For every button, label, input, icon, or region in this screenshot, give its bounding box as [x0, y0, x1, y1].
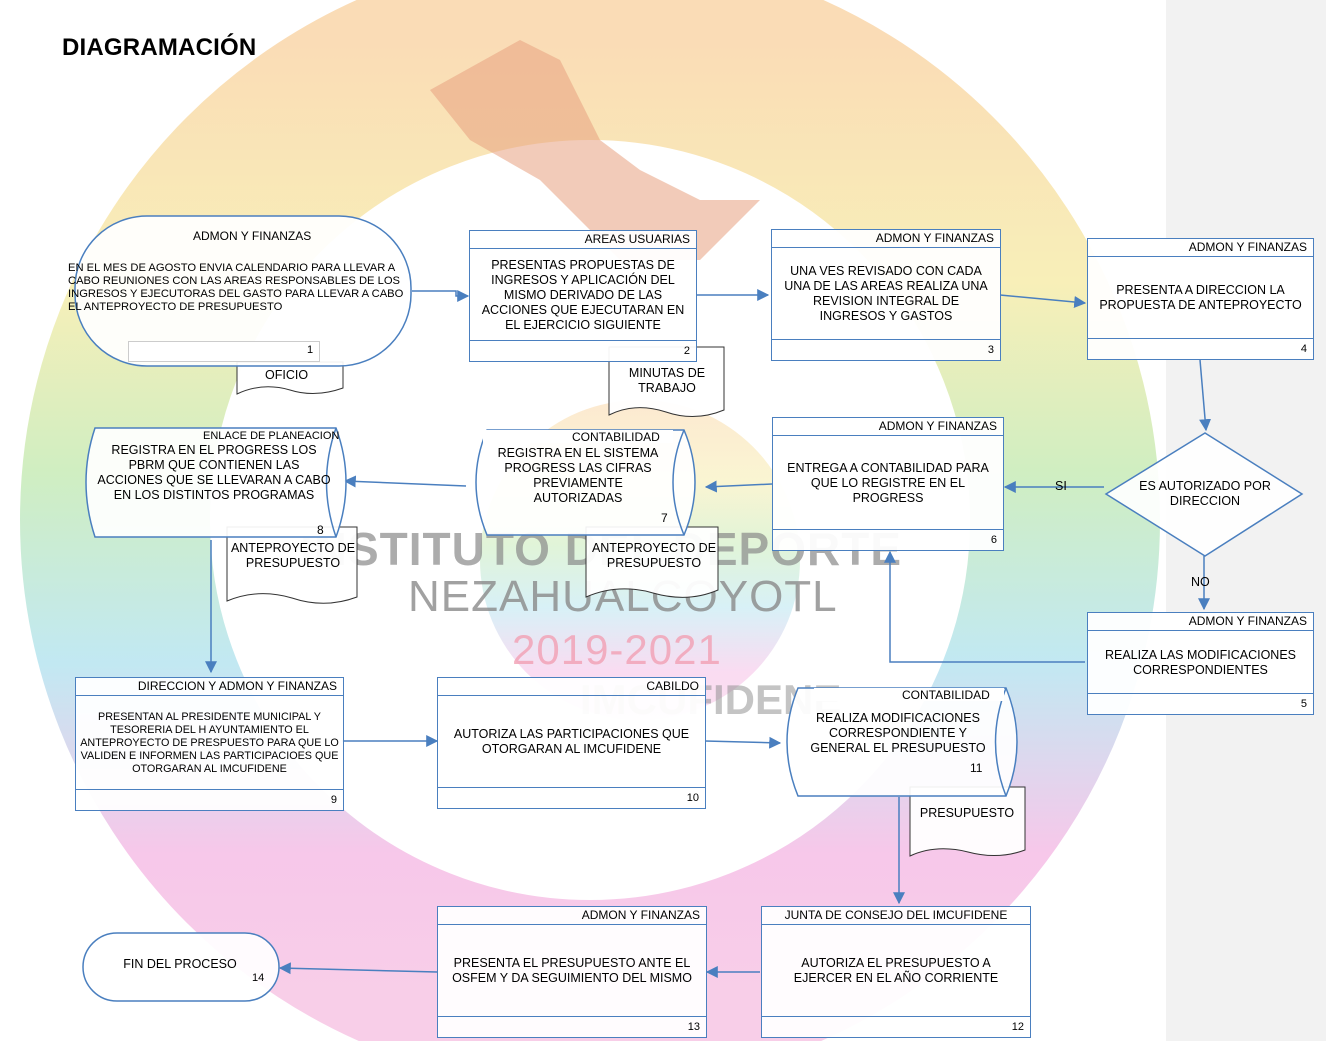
step-4-text: PRESENTA A DIRECCION LA PROPUESTA DE ANT…: [1099, 283, 1302, 312]
step-7-actor-box: [483, 430, 673, 443]
step-5-text: REALIZA LAS MODIFICACIONES CORRESPONDIEN…: [1104, 647, 1296, 677]
step-8-text: REGISTRA EN EL PROGRESS LOS PBRM QUE CON…: [97, 443, 331, 502]
step-4-box: ADMON Y FINANZAS PRESENTA A DIRECCION LA…: [1087, 238, 1314, 360]
step-6-box: ADMON Y FINANZAS ENTREGA A CONTABILIDAD …: [772, 417, 1004, 551]
arrow-3-4: [999, 294, 1087, 308]
decision-no-label: NO: [1191, 575, 1210, 589]
step-13-text: PRESENTA EL PRESUPUESTO ANTE EL OSFEM Y …: [452, 956, 692, 985]
arrow-1-2: [412, 290, 470, 302]
step-1-number: 1: [307, 344, 314, 356]
step-2-actor: AREAS USUARIAS: [470, 231, 696, 249]
step-10-actor: CABILDO: [438, 678, 705, 696]
step-3-box: ADMON Y FINANZAS UNA VES REVISADO CON CA…: [771, 229, 1001, 361]
doc-shape-8: [226, 526, 358, 604]
step-3-actor: ADMON Y FINANZAS: [772, 230, 1000, 248]
step-2-number: 2: [470, 340, 696, 361]
step-12-number: 12: [762, 1016, 1030, 1037]
step-5-box: ADMON Y FINANZAS REALIZA LAS MODIFICACIO…: [1087, 612, 1314, 715]
step-1-actor: ADMON Y FINANZAS: [193, 229, 312, 243]
step-7-number: 7: [661, 511, 668, 525]
arrow-5-6: [884, 550, 1085, 663]
step-14-text: FIN DEL PROCESO: [123, 957, 237, 971]
step-11-actor-box: [814, 688, 1004, 701]
step-5-actor: ADMON Y FINANZAS: [1088, 613, 1313, 631]
doc-7-label: ANTEPROYECTO DE PRESUPUESTO: [591, 541, 717, 570]
decision-diamond: [1104, 432, 1304, 557]
datastore-7-edge: [672, 429, 685, 536]
step-1-number-box: [128, 341, 320, 362]
step-6-number: 6: [773, 529, 1003, 550]
decision-text: ES AUTORIZADO POR DIRECCION: [1139, 479, 1271, 508]
doc-shape-11: [909, 786, 1026, 857]
step-12-box: JUNTA DE CONSEJO DEL IMCUFIDENE AUTORIZA…: [761, 906, 1031, 1038]
step-11-text: REALIZA MODIFICACIONES CORRESPONDIENTE Y…: [810, 711, 986, 755]
step-9-number: 9: [76, 789, 343, 810]
step-9-text: PRESENTAN AL PRESIDENTE MUNICIPAL Y TESO…: [80, 710, 339, 775]
step-13-number: 13: [438, 1016, 706, 1037]
arrow-7-8: [343, 475, 467, 488]
step-9-actor: DIRECCION Y ADMON Y FINANZAS: [76, 678, 343, 696]
doc-11-label: PRESUPUESTO: [919, 806, 1015, 820]
step-14-number: 14: [252, 972, 265, 984]
step-2-box: AREAS USUARIAS PRESENTAS PROPUESTAS DE I…: [469, 230, 697, 362]
step-1-text: EN EL MES DE AGOSTO ENVIA CALENDARIO PAR…: [68, 262, 404, 313]
step-2-text: PRESENTAS PROPUESTAS DE INGRESOS Y APLIC…: [481, 257, 685, 332]
step-13-actor: ADMON Y FINANZAS: [438, 907, 706, 925]
step-3-number: 3: [772, 339, 1000, 360]
decision-yes-label: SI: [1055, 479, 1067, 493]
step-12-text: AUTORIZA EL PRESUPUESTO A EJERCER EN EL …: [793, 956, 999, 985]
arrow-10-11: [704, 736, 782, 749]
step-6-actor: ADMON Y FINANZAS: [773, 418, 1003, 436]
step-10-text: AUTORIZA LAS PARTICIPACIONES QUE OTORGAR…: [453, 727, 690, 756]
arrow-4-decision: [1199, 359, 1212, 432]
step-10-box: CABILDO AUTORIZA LAS PARTICIPACIONES QUE…: [437, 677, 706, 809]
step-7-actor: CONTABILIDAD: [572, 430, 660, 444]
step-8-actor: ENLACE DE PLANEACION: [203, 430, 340, 442]
arrow-13-14: [278, 962, 438, 975]
step-13-box: ADMON Y FINANZAS PRESENTA EL PRESUPUESTO…: [437, 906, 707, 1038]
doc-shape-1: [236, 361, 344, 395]
arrow-6-7: [704, 480, 773, 493]
datastore-8-edge: [325, 427, 337, 538]
step-4-number: 4: [1088, 338, 1313, 359]
step-8-number: 8: [317, 523, 324, 537]
doc-8-label: ANTEPROYECTO DE PRESUPUESTO: [230, 541, 356, 570]
watermark-line-3: 2019-2021: [512, 626, 722, 673]
step-6-text: ENTREGA A CONTABILIDAD PARA QUE LO REGIS…: [787, 460, 989, 505]
step-11-actor: CONTABILIDAD: [902, 688, 990, 702]
doc-shape-7: [585, 526, 719, 598]
doc-2-label: MINUTAS DE TRABAJO: [628, 366, 706, 395]
terminator-14: [82, 932, 280, 1002]
step-12-actor: JUNTA DE CONSEJO DEL IMCUFIDENE: [762, 907, 1030, 925]
step-10-number: 10: [438, 787, 705, 808]
page-title: DIAGRAMACIÓN: [62, 34, 257, 61]
step-4-actor: ADMON Y FINANZAS: [1088, 239, 1313, 257]
doc-1-label: OFICIO: [265, 368, 309, 382]
step-11-number: 11: [970, 761, 983, 775]
doc-shape-2: [608, 346, 725, 417]
step-7-text: REGISTRA EN EL SISTEMA PROGRESS LAS CIFR…: [497, 446, 659, 505]
step-9-box: DIRECCION Y ADMON Y FINANZAS PRESENTAN A…: [75, 677, 344, 811]
step-5-number: 5: [1088, 693, 1313, 714]
terminator-1: [74, 215, 412, 367]
step-3-text: UNA VES REVISADO CON CADA UNA DE LAS ARE…: [784, 264, 988, 323]
